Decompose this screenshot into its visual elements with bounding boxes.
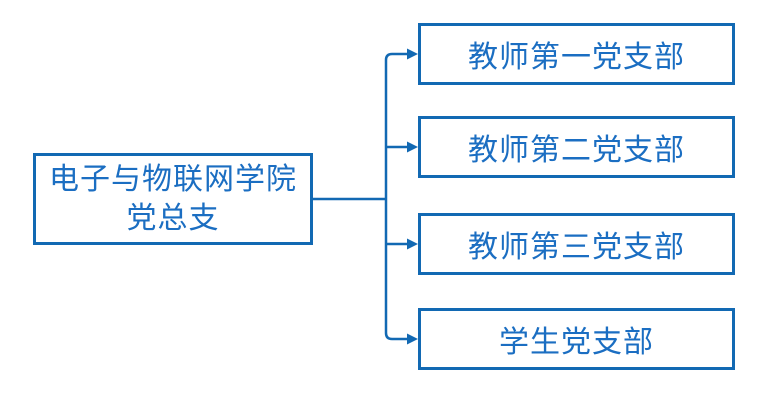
branch-node-teacher-2: 教师第二党支部	[418, 116, 735, 178]
branch-node-label: 学生党支部	[499, 326, 654, 359]
root-node-label-line2: 党总支	[126, 202, 220, 235]
arrow-right-icon	[407, 238, 418, 250]
root-node-label-line1: 电子与物联网学院	[49, 163, 297, 196]
branch-node-label: 教师第二党支部	[468, 134, 685, 167]
arrow-right-icon	[407, 333, 418, 345]
root-node-label: 电子与物联网学院 党总支	[49, 160, 297, 238]
branch-node-teacher-3: 教师第三党支部	[418, 213, 735, 275]
root-node: 电子与物联网学院 党总支	[33, 153, 313, 245]
branch-node-teacher-1: 教师第一党支部	[418, 23, 735, 85]
trunk-line	[384, 52, 407, 341]
branch-node-label: 教师第三党支部	[468, 231, 685, 264]
arrow-right-icon	[407, 141, 418, 153]
branch-node-label: 教师第一党支部	[468, 41, 685, 74]
branch-node-student: 学生党支部	[418, 308, 735, 370]
arrow-right-icon	[407, 48, 418, 60]
